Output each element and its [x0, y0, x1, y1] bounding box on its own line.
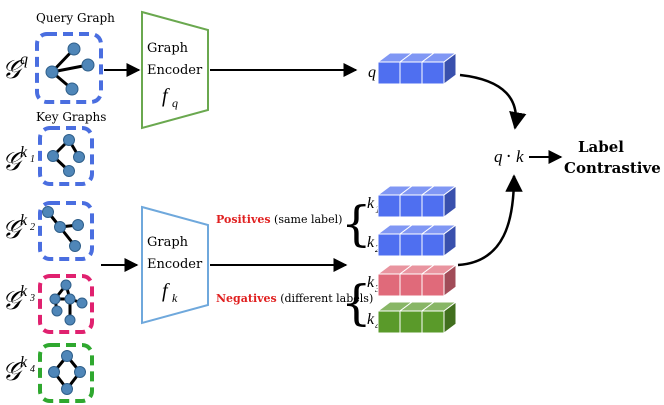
- svg-text:3: 3: [29, 293, 35, 304]
- svg-text:𝒢: 𝒢: [2, 55, 25, 84]
- prism-front-cell: [377, 233, 401, 257]
- positives-word: Positives: [216, 213, 271, 226]
- svg-text:𝒢: 𝒢: [2, 357, 25, 386]
- key-graph-3-label: 𝒢 k 3: [2, 283, 35, 315]
- svg-text:k: k: [20, 283, 28, 300]
- prism-side: [443, 52, 457, 85]
- query-graph-title: Query Graph: [36, 11, 115, 25]
- query-graph-icon: [45, 42, 95, 96]
- prism-front-cell: [421, 310, 445, 334]
- svg-text:k: k: [20, 144, 28, 161]
- svg-text:·: ·: [506, 147, 511, 167]
- key-graph-3-icon: [49, 279, 88, 326]
- q-label: q: [368, 64, 376, 81]
- svg-text:k: k: [20, 354, 28, 371]
- q-embedding-vector: [376, 52, 458, 85]
- key-graphs-title: Key Graphs: [36, 110, 106, 124]
- similarity-expression: q · k: [494, 147, 524, 167]
- k4-embedding-vector: [376, 301, 458, 334]
- key-graph-2-box: [38, 201, 94, 261]
- positives-brace: {: [341, 196, 372, 252]
- key-graph-1-label: 𝒢 k 1: [2, 144, 35, 176]
- prism-front-cell: [399, 310, 423, 334]
- query-graph-box: [35, 32, 103, 104]
- svg-text:q: q: [172, 96, 178, 110]
- svg-text:k: k: [367, 311, 375, 328]
- query-encoder-line2: Encoder: [147, 63, 203, 78]
- prism-side: [443, 224, 457, 257]
- query-graph-label: 𝒢 q: [2, 51, 28, 84]
- svg-text:f: f: [162, 280, 170, 302]
- svg-text:k: k: [172, 291, 178, 305]
- key-encoder-line1: Graph: [147, 235, 189, 250]
- arrow-q-to-similarity: [459, 73, 527, 130]
- negatives-brace: {: [341, 275, 372, 331]
- negatives-label: Negatives (different labels): [216, 292, 373, 305]
- key-graph-2-label: 𝒢 k 2: [2, 212, 35, 244]
- svg-text:q: q: [20, 51, 28, 68]
- svg-text:𝒢: 𝒢: [2, 286, 25, 315]
- prism-front-cell: [399, 233, 423, 257]
- prism-front-cell: [377, 194, 401, 218]
- prism-side: [443, 301, 457, 334]
- query-encoder-func: f q: [162, 85, 178, 110]
- prism-front-cell: [421, 61, 445, 85]
- key-encoder-line2: Encoder: [147, 257, 203, 272]
- svg-text:k: k: [516, 147, 524, 166]
- prism-front-cell: [377, 61, 401, 85]
- svg-text:𝒢: 𝒢: [2, 147, 25, 176]
- key-graph-4-icon: [48, 350, 86, 395]
- prism-front-cell: [399, 194, 423, 218]
- prism-front-cell: [399, 61, 423, 85]
- svg-text:2: 2: [30, 222, 35, 233]
- svg-text:k: k: [367, 274, 375, 291]
- k3-label: k 3: [367, 274, 380, 295]
- svg-text:k: k: [20, 212, 28, 229]
- svg-text:k: k: [367, 195, 375, 212]
- positives-label: Positives (same label): [216, 213, 342, 226]
- prism-front-cell: [377, 273, 401, 297]
- prism-side: [443, 185, 457, 218]
- prism-front-cell: [377, 310, 401, 334]
- svg-text:4: 4: [30, 364, 35, 375]
- key-encoder-func: f k: [162, 280, 178, 305]
- svg-text:3: 3: [374, 284, 380, 295]
- key-graph-2-icon: [42, 206, 84, 252]
- prism-front-cell: [421, 233, 445, 257]
- key-encoder-shape: [141, 205, 209, 325]
- svg-text:1: 1: [30, 154, 35, 165]
- k1-embedding-vector: [376, 185, 458, 218]
- key-graph-4-label: 𝒢 k 4: [2, 354, 35, 386]
- k2-embedding-vector: [376, 224, 458, 257]
- negatives-word: Negatives: [216, 292, 277, 305]
- svg-text:𝒢: 𝒢: [2, 215, 25, 244]
- key-graph-4-box: [38, 343, 94, 403]
- key-graph-3-box: [38, 274, 94, 334]
- negatives-rest: (different labels): [280, 292, 373, 305]
- svg-text:k: k: [367, 234, 375, 251]
- arrow-keys-to-similarity: [457, 174, 523, 267]
- positives-rest: (same label): [274, 213, 342, 226]
- svg-text:f: f: [162, 85, 170, 107]
- loss-line1: Label: [578, 138, 624, 156]
- loss-line2: Contrastive Loss: [564, 159, 664, 177]
- prism-front-cell: [421, 194, 445, 218]
- key-graph-1-icon: [47, 134, 85, 177]
- k3-embedding-vector: [376, 264, 458, 297]
- query-encoder-line1: Graph: [147, 41, 189, 56]
- query-encoder-shape: [141, 10, 209, 130]
- prism-front-cell: [399, 273, 423, 297]
- prism-front-cell: [421, 273, 445, 297]
- key-graph-1-box: [38, 126, 94, 186]
- svg-text:q: q: [494, 147, 503, 166]
- prism-side: [443, 264, 457, 297]
